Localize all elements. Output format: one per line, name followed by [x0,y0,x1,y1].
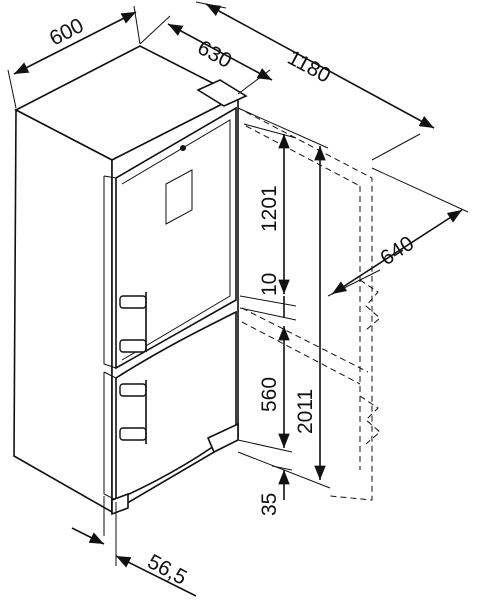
lower-swing-line-2 [241,321,361,385]
dim-35-ext [271,465,293,471]
dim-56-5: 56,5 [71,496,197,597]
dim-56-5-arrow-left [71,527,105,545]
dim-35-label: 35 [258,493,281,516]
dim-1180-label: 1180 [284,46,335,88]
dim-10-ext-top [239,295,297,307]
dim-1180-line [205,3,435,129]
dim-600-ext-left [7,69,17,109]
dim-2011-label: 2011 [294,389,317,434]
lower-handle-bottom [119,427,147,441]
upper-door-side-edge [103,175,117,369]
lower-door [103,310,239,516]
lower-swing-line [241,307,369,373]
upper-handle-top [119,295,147,309]
dim-560-ext-bottom [237,439,293,453]
dim-1201-ext-top [243,123,297,139]
left-side-face [13,108,113,514]
dim-640-label: 640 [376,232,418,270]
dim-600-label: 600 [46,14,88,50]
dim-630-ext-bottom [237,69,271,95]
indicator-dot [180,145,186,151]
dim-2011-ext-top [237,107,329,149]
door-swing-outline [241,111,381,501]
dim-10-label: 10 [258,273,281,296]
dim-10-ext-bottom [239,307,297,321]
upper-handle-bottom [119,339,147,353]
lower-handle-top [119,383,147,397]
dim-2011: 2011 [237,107,331,489]
dim-640-line [331,209,463,295]
dim-560: 560 [237,326,293,453]
dim-56-5-label: 56,5 [144,550,191,589]
dim-35: 35 [258,465,293,516]
dim-56-5-arrow-right [115,555,197,597]
lower-handle-ghost [359,395,381,445]
dim-640-ext-top [371,167,469,213]
upper-door-inner-edge [121,119,231,361]
dim-10: 10 [239,273,297,321]
dim-630-ext-top [139,15,171,45]
upper-door [103,79,248,370]
dim-1201-label: 1201 [258,185,281,232]
dim-1201: 1201 [243,123,297,294]
swing-inner-line [245,125,361,187]
dim-560-label: 560 [258,377,281,412]
dim-640: 640 [327,167,469,297]
display-window [165,169,193,225]
upper-handle-ghost [359,279,381,331]
dim-600-line [13,11,137,75]
upper-swing-outline [245,111,373,501]
dim-1180-ext-bottom [371,133,421,161]
